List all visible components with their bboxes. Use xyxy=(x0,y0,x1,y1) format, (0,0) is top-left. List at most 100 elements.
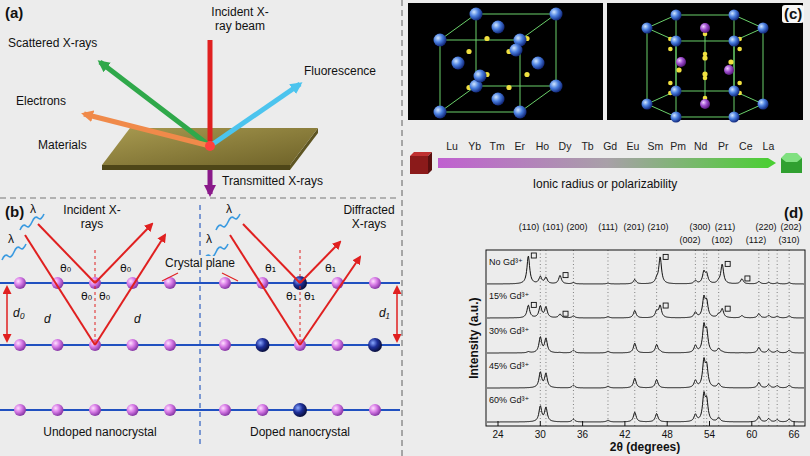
miller-index: (300) xyxy=(689,222,710,233)
anion-dot xyxy=(524,72,529,77)
axis-title: 2θ (degrees) xyxy=(610,440,681,454)
impurity-marker xyxy=(531,302,536,307)
panel-letter: (a) xyxy=(5,4,23,22)
lattice-edge xyxy=(556,14,557,86)
incident-ray xyxy=(243,224,300,283)
tick-label: 60 xyxy=(746,429,757,441)
cation-sphere xyxy=(729,86,740,97)
spacing-label: d₁ xyxy=(379,306,389,320)
ray-label: Scattered X-rays xyxy=(8,36,97,50)
impurity-marker xyxy=(725,261,730,266)
xrd-pattern xyxy=(487,256,804,284)
angle-label: θ₁ xyxy=(265,262,276,275)
incident-ray xyxy=(230,235,300,345)
element-symbol: Eu xyxy=(626,140,639,153)
lattice-edge xyxy=(440,112,520,113)
sample-label: 60% Gd³⁺ xyxy=(489,395,529,406)
reference-line xyxy=(758,250,759,426)
lattice-edge xyxy=(476,86,556,87)
lattice-edge xyxy=(520,86,556,112)
incident-beam xyxy=(208,40,213,146)
structure-panel xyxy=(408,3,603,120)
miller-index: (102) xyxy=(711,235,732,246)
cation-sphere xyxy=(474,70,487,83)
dopant-atom xyxy=(256,338,270,352)
host-atom xyxy=(219,277,231,289)
diffracted-ray xyxy=(300,257,360,345)
xrd-pattern xyxy=(487,323,804,354)
reference-line xyxy=(695,250,696,426)
panel-separator xyxy=(401,0,402,456)
tick-label: 30 xyxy=(535,429,546,441)
gradient-bar xyxy=(438,158,776,168)
angle-label: θ₀ xyxy=(120,262,131,275)
ray-label: Electrons xyxy=(16,94,66,108)
wave-symbol xyxy=(216,214,240,230)
lattice-edge xyxy=(440,40,441,112)
normal-line xyxy=(95,250,96,345)
wavelength-label: λ xyxy=(8,232,14,246)
panel-letter: (b) xyxy=(5,203,24,221)
anion-dot xyxy=(484,36,489,41)
cation-sphere xyxy=(724,65,734,75)
ray-label: Transmitted X-rays xyxy=(222,174,323,188)
leader-line xyxy=(162,273,178,281)
xrd-patterns xyxy=(487,250,804,426)
reference-line xyxy=(634,250,635,426)
cation-sphere xyxy=(492,21,505,34)
lattice-edge xyxy=(440,14,476,40)
xrd-pattern xyxy=(487,295,804,318)
element-symbol: Er xyxy=(515,140,526,153)
host-atom xyxy=(89,404,101,416)
host-atom xyxy=(52,404,64,416)
lattice-edge xyxy=(734,15,735,91)
miller-index: (211) xyxy=(715,222,735,233)
miller-index: (002) xyxy=(679,235,700,246)
miller-index: (101) xyxy=(542,222,563,233)
element-symbol: Nd xyxy=(694,140,707,153)
anion-dot xyxy=(506,85,511,90)
cube-icon xyxy=(428,152,432,174)
impurity-marker xyxy=(531,253,536,258)
panel-separator xyxy=(0,197,400,198)
host-atom xyxy=(52,339,64,351)
impurity-marker xyxy=(663,254,668,259)
element-symbol: Ho xyxy=(536,140,549,153)
reference-line xyxy=(768,250,769,426)
cation-sphere xyxy=(434,106,447,119)
cation-sphere xyxy=(452,57,465,70)
ray-label: Diffracted X-rays xyxy=(339,203,399,232)
reference-line xyxy=(718,250,719,426)
cation-sphere xyxy=(532,57,545,70)
host-atom xyxy=(14,404,26,416)
diffracted-ray xyxy=(300,242,340,283)
anion-dot xyxy=(702,55,707,60)
miller-index: (220) xyxy=(755,222,776,233)
sample-label: 15% Gd³⁺ xyxy=(489,291,529,302)
host-atom xyxy=(164,404,176,416)
miller-index: (112) xyxy=(746,235,766,246)
sample-label: 30% Gd³⁺ xyxy=(489,326,529,337)
structure-panel xyxy=(607,3,803,120)
lattice-edge xyxy=(647,28,648,104)
host-atom xyxy=(332,339,344,351)
crystal-structures xyxy=(408,3,803,174)
miller-index: (310) xyxy=(778,235,799,246)
host-atom xyxy=(14,277,26,289)
tick-mark xyxy=(709,421,710,426)
cation-sphere xyxy=(470,8,483,21)
cation-sphere xyxy=(729,10,740,21)
cation-sphere xyxy=(671,86,682,97)
ray-label: Fluorescence xyxy=(304,64,376,78)
dopant-atom xyxy=(293,403,307,417)
host-atom xyxy=(14,339,26,351)
anion-dot xyxy=(668,47,673,52)
impurity-marker xyxy=(563,311,568,316)
element-symbol: La xyxy=(763,140,775,153)
prism-icon xyxy=(781,153,802,162)
plot-frame xyxy=(486,250,805,426)
atom-group xyxy=(14,276,382,417)
angle-label: θ₀ xyxy=(60,262,71,275)
tick-label: 48 xyxy=(662,429,673,441)
